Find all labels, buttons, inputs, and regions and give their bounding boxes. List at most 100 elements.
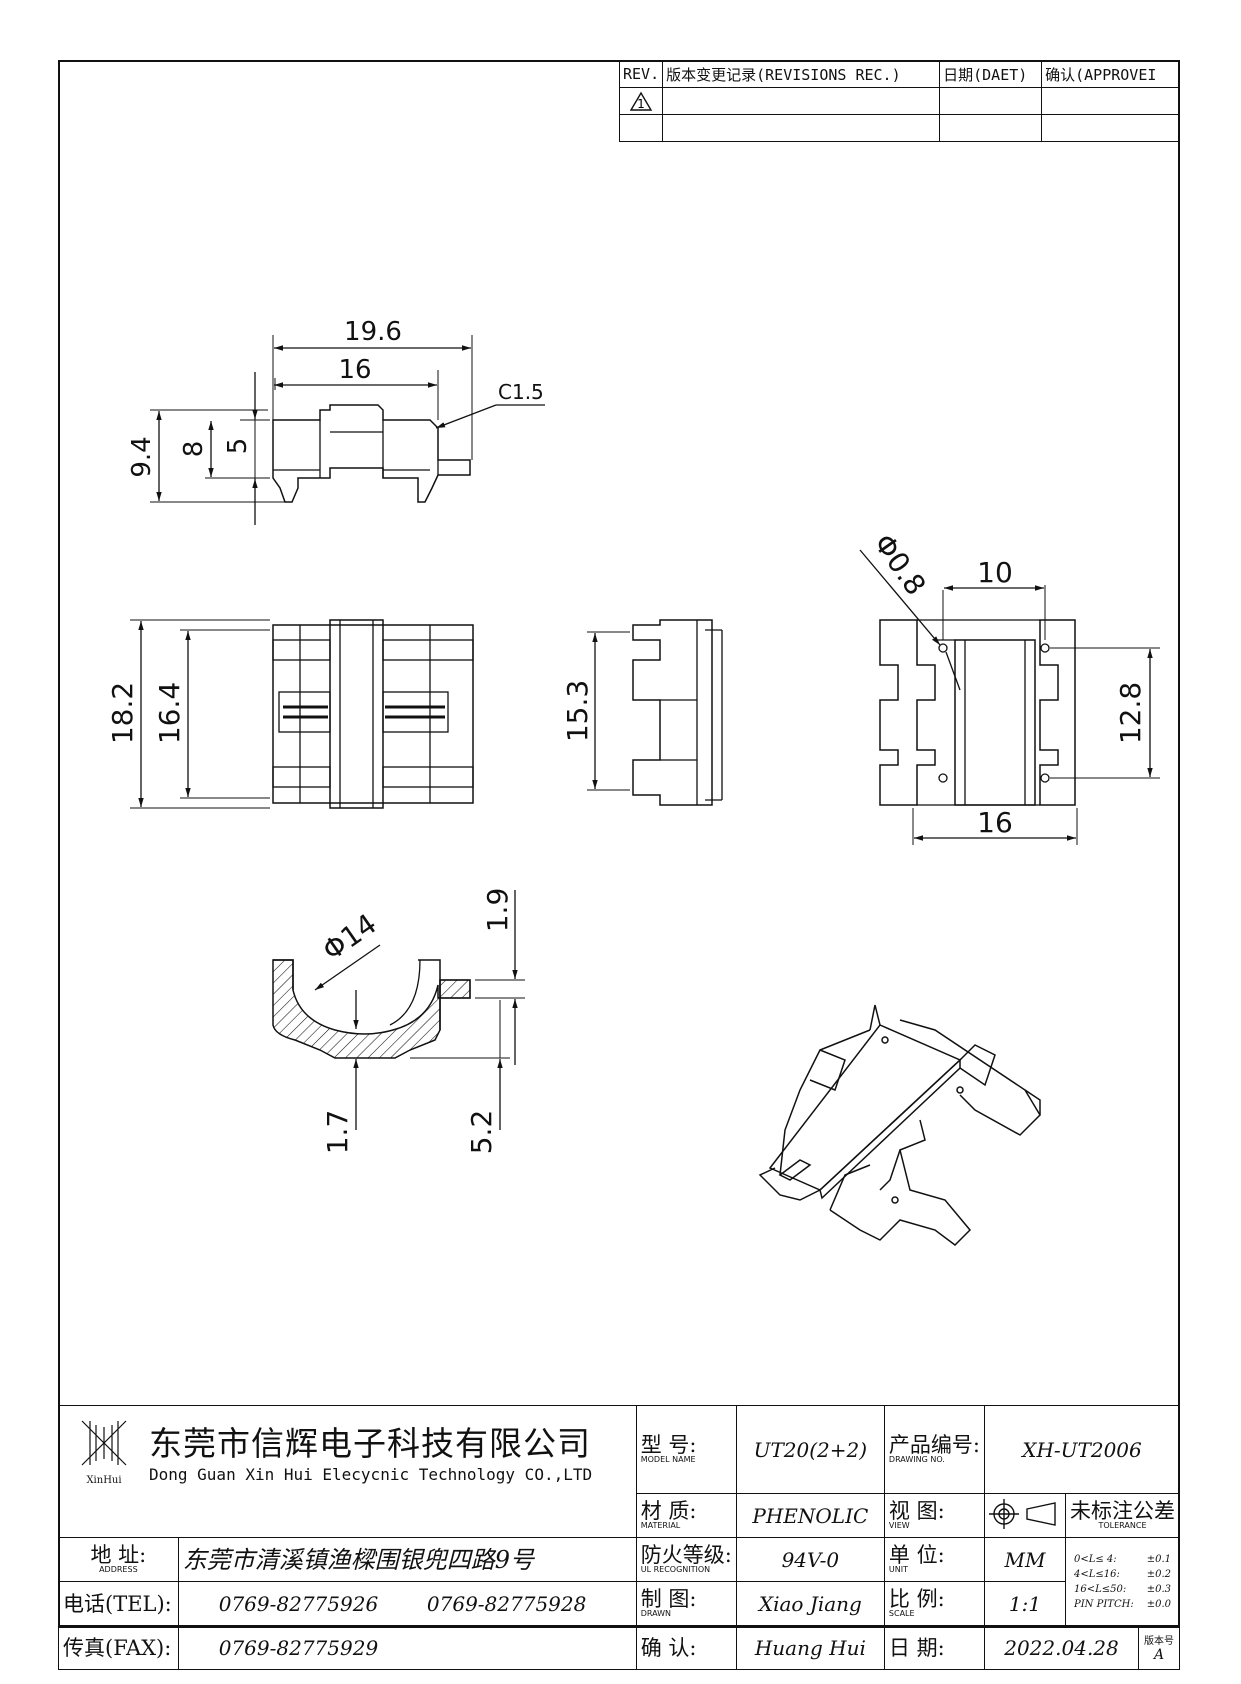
dim-mid-h: 15.3 bbox=[561, 680, 594, 742]
logo-text: XinHui bbox=[86, 1474, 122, 1486]
drawn-label-en: DRAWN bbox=[640, 1608, 672, 1618]
address-label: 地 址: bbox=[90, 1542, 147, 1567]
dim-section-bottom: 1.7 bbox=[321, 1110, 354, 1155]
dim-pin-span: 10 bbox=[977, 556, 1013, 589]
revision-triangle-icon: 1 bbox=[629, 91, 653, 111]
rev-1-cell: 1 bbox=[618, 87, 664, 115]
dim-front-h-inner: 16.4 bbox=[153, 682, 186, 744]
drawing-no-label-cell: 产品编号: DRAWING NO. bbox=[883, 1405, 985, 1494]
confirm-value: Huang Hui bbox=[735, 1625, 885, 1670]
date-value: 2022.04.28 bbox=[983, 1625, 1140, 1670]
version-value: A bbox=[1153, 1647, 1165, 1663]
tel-2: 0769-82775928 bbox=[426, 1591, 587, 1616]
view-label-en: VIEW bbox=[888, 1520, 910, 1530]
material-label-cell: 材 质: MATERIAL bbox=[635, 1493, 737, 1538]
dim-section-dia: Φ14 bbox=[316, 907, 382, 967]
drawn-label: 制 图: bbox=[640, 1586, 697, 1611]
section-view: Φ14 1.9 1.7 5.2 bbox=[272, 888, 525, 1155]
model-label-en: MODEL NAME bbox=[640, 1454, 696, 1464]
tolerance-label: 未标注公差 bbox=[1069, 1498, 1175, 1523]
dim-section-height: 5.2 bbox=[465, 1110, 498, 1155]
middle-view: 15.3 bbox=[561, 619, 723, 806]
tolerance-row: 4<L≤16:±0.2 bbox=[1073, 1568, 1171, 1580]
dim-chamfer: C1.5 bbox=[498, 380, 544, 404]
dim-base-width: 16 bbox=[977, 806, 1013, 839]
bottom-view: 10 12.8 16 Φ0.8 bbox=[859, 528, 1160, 845]
drawing-no-label: 产品编号: bbox=[888, 1432, 980, 1457]
rev-number: 1 bbox=[637, 97, 645, 111]
tolerance-label-en: TOLERANCE bbox=[1098, 1520, 1147, 1530]
dim-side-h-top: 5 bbox=[223, 438, 253, 455]
title-block: XinHui 东莞市信辉电子科技有限公司 Dong Guan Xin Hui E… bbox=[58, 1405, 1181, 1670]
version-label: 版本号 bbox=[1144, 1636, 1174, 1647]
unit-label: 单 位: bbox=[888, 1542, 945, 1567]
tolerance-header: 未标注公差 TOLERANCE bbox=[1064, 1493, 1181, 1538]
ul-value: 94V-0 bbox=[735, 1537, 885, 1582]
drawn-value: Xiao Jiang bbox=[735, 1581, 885, 1626]
version-cell: 版本号 A bbox=[1138, 1625, 1180, 1670]
scale-label-en: SCALE bbox=[888, 1608, 915, 1618]
rev-2-record bbox=[662, 114, 941, 142]
ul-label: 防火等级: bbox=[640, 1542, 732, 1567]
dim-side-inner: 16 bbox=[338, 355, 371, 385]
material-label-en: MATERIAL bbox=[640, 1520, 681, 1530]
drawing-no-label-en: DRAWING NO. bbox=[888, 1454, 945, 1464]
tolerance-row: 16<L≤50:±0.3 bbox=[1073, 1583, 1171, 1595]
rev-record-header: 版本变更记录(REVISIONS REC.) bbox=[662, 60, 941, 88]
confirm-label: 确 认: bbox=[635, 1625, 737, 1670]
dim-pin-dia: Φ0.8 bbox=[867, 528, 932, 601]
projection-symbol-icon bbox=[988, 1498, 1056, 1529]
company-name-cn: 东莞市信辉电子科技有限公司 bbox=[149, 1423, 591, 1463]
tel-1: 0769-82775926 bbox=[218, 1591, 379, 1616]
isometric-view bbox=[758, 1004, 1041, 1246]
rev-1-date bbox=[939, 87, 1043, 115]
tolerance-row: PIN PITCH:±0.0 bbox=[1073, 1598, 1171, 1610]
view-label: 视 图: bbox=[888, 1498, 945, 1523]
rev-1-approve bbox=[1041, 87, 1180, 115]
scale-label-cell: 比 例: SCALE bbox=[883, 1581, 985, 1626]
fax-value: 0769-82775929 bbox=[177, 1625, 637, 1670]
model-label: 型 号: bbox=[640, 1432, 697, 1457]
dim-section-top: 1.9 bbox=[481, 888, 514, 933]
dim-side-h-total: 9.4 bbox=[127, 436, 157, 477]
dim-side-width: 19.6 bbox=[344, 317, 402, 347]
scale-value: 1:1 bbox=[983, 1581, 1066, 1626]
model-value: UT20(2+2) bbox=[735, 1405, 885, 1494]
unit-value: MM bbox=[983, 1537, 1066, 1582]
dim-side-h-mid: 8 bbox=[179, 441, 209, 458]
tolerance-row: 0<L≤ 4:±0.1 bbox=[1073, 1553, 1171, 1565]
rev-2-approve bbox=[1041, 114, 1180, 142]
rev-date-header: 日期(DAET) bbox=[939, 60, 1043, 88]
side-view: 19.6 16 C1.5 9.4 8 5 bbox=[127, 317, 545, 525]
material-label: 材 质: bbox=[640, 1498, 697, 1523]
date-label: 日 期: bbox=[883, 1625, 985, 1670]
revision-table: REV. 版本变更记录(REVISIONS REC.) 日期(DAET) 确认(… bbox=[618, 60, 1180, 142]
scale-label: 比 例: bbox=[888, 1586, 945, 1611]
ul-label-en: UL RECOGNITION bbox=[640, 1564, 711, 1574]
model-label-cell: 型 号: MODEL NAME bbox=[635, 1405, 737, 1494]
rev-2-date bbox=[939, 114, 1043, 142]
rev-2-cell bbox=[618, 114, 664, 142]
address-value: 东莞市清溪镇渔樑围银兜四路9号 bbox=[177, 1537, 637, 1582]
rev-1-record bbox=[662, 87, 941, 115]
address-label-en: ADDRESS bbox=[99, 1564, 138, 1574]
unit-label-cell: 单 位: UNIT bbox=[883, 1537, 985, 1582]
material-value: PHENOLIC bbox=[735, 1493, 885, 1538]
tolerance-list: 0<L≤ 4:±0.1 4<L≤16:±0.2 16<L≤50:±0.3 PIN… bbox=[1064, 1537, 1181, 1626]
unit-label-en: UNIT bbox=[888, 1564, 908, 1574]
drawn-label-cell: 制 图: DRAWN bbox=[635, 1581, 737, 1626]
fax-label: 传真(FAX): bbox=[58, 1625, 179, 1670]
company-logo: XinHui bbox=[69, 1415, 139, 1486]
tel-values: 0769-82775926 0769-82775928 bbox=[177, 1581, 637, 1626]
dim-front-h-outer: 18.2 bbox=[106, 682, 139, 744]
front-view: 18.2 16.4 bbox=[106, 619, 474, 809]
tel-label: 电话(TEL): bbox=[58, 1581, 179, 1626]
xinhui-logo-icon bbox=[81, 1420, 127, 1465]
dim-pin-pitch: 12.8 bbox=[1114, 682, 1147, 744]
company-cell: XinHui 东莞市信辉电子科技有限公司 Dong Guan Xin Hui E… bbox=[58, 1405, 637, 1538]
projection-symbol-cell bbox=[983, 1493, 1066, 1538]
ul-label-cell: 防火等级: UL RECOGNITION bbox=[635, 1537, 737, 1582]
drawing-no-value: XH-UT2006 bbox=[983, 1405, 1181, 1494]
view-label-cell: 视 图: VIEW bbox=[883, 1493, 985, 1538]
